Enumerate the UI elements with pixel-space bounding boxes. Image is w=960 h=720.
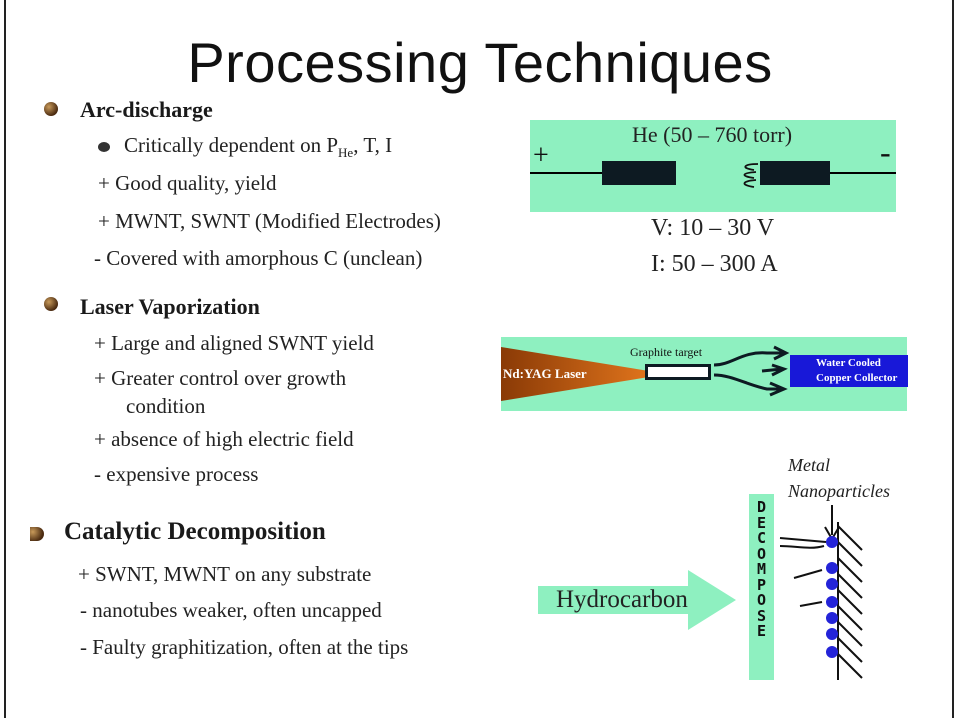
substrate-nanoparticles-icon: [779, 522, 863, 680]
laser-item-3: + absence of high electric field: [94, 427, 354, 451]
arc-item-3: - Covered with amorphous C (unclean): [94, 246, 423, 270]
arc-item-2: + MWNT, SWNT (Modified Electrodes): [98, 209, 441, 233]
hydrocarbon-arrow-icon: [538, 570, 736, 630]
laser-item-2-cont: condition: [126, 394, 206, 418]
laser-item-4: - expensive process: [94, 462, 259, 486]
decompose-letter: D: [756, 498, 767, 516]
section-bullet: [30, 527, 44, 541]
arc-dependency-subscript: He: [338, 145, 354, 161]
collector-label-line1: Water Cooled: [816, 357, 881, 369]
collector-label-line2: Copper Collector: [816, 372, 898, 384]
graphite-target-block: [645, 364, 711, 380]
helium-pressure-label: He (50 – 760 torr): [632, 122, 793, 147]
arc-dependency-suffix: , T, I: [353, 133, 393, 157]
slide-title: Processing Techniques: [187, 31, 773, 94]
metal-label-line1: Metal: [788, 455, 830, 475]
hydrocarbon-label: Hydrocarbon: [556, 586, 688, 613]
catalytic-item-1: + SWNT, MWNT on any substrate: [78, 562, 372, 586]
plasma-arc-icon: [743, 163, 759, 188]
arc-dependency: Critically dependent on PHe, T, I: [124, 133, 392, 161]
sub-bullet: [98, 142, 110, 152]
catalytic-item-2: - nanotubes weaker, often uncapped: [80, 598, 382, 622]
anode-electrode: [602, 161, 676, 185]
cathode-electrode: [760, 161, 830, 185]
laser-label: Nd:YAG Laser: [503, 366, 587, 381]
metal-label-line2: Nanoparticles: [788, 481, 890, 501]
section-bullet: [44, 297, 58, 311]
copper-collector-block: [790, 355, 908, 387]
decompose-letter: O: [756, 544, 767, 563]
minus-terminal-label: -: [880, 134, 891, 170]
decompose-letter: P: [756, 575, 767, 594]
laser-beam-icon: [501, 347, 649, 401]
arc-heading: Arc-discharge: [80, 97, 213, 122]
arc-item-1: + Good quality, yield: [98, 171, 277, 195]
laser-item-1: + Large and aligned SWNT yield: [94, 331, 374, 355]
decompose-bar: D E C O M P O S E: [749, 494, 774, 680]
laser-heading: Laser Vaporization: [80, 294, 260, 319]
laser-item-2: + Greater control over growth: [94, 366, 347, 390]
vapor-flow-arrows-icon: [713, 345, 790, 397]
decompose-letter: E: [756, 513, 767, 532]
anode-wire: [530, 172, 602, 174]
decompose-letter: E: [756, 622, 767, 640]
current-label: I: 50 – 300 A: [651, 251, 778, 277]
decompose-letter: S: [756, 606, 767, 625]
catalytic-heading: Catalytic Decomposition: [64, 518, 326, 545]
graphite-target-label: Graphite target: [630, 345, 703, 359]
arc-dependency-prefix: Critically dependent on P: [124, 133, 339, 157]
plus-terminal-label: +: [533, 140, 549, 171]
decompose-letter: O: [756, 591, 767, 609]
cathode-wire: [830, 172, 896, 174]
section-bullet: [44, 102, 58, 116]
decompose-letter: M: [756, 560, 767, 578]
arc-diagram-background: [530, 120, 896, 212]
catalytic-item-3: - Faulty graphitization, often at the ti…: [80, 635, 409, 659]
decompose-letter: C: [756, 529, 767, 547]
slide-frame: [4, 0, 954, 718]
voltage-label: V: 10 – 30 V: [651, 215, 775, 241]
